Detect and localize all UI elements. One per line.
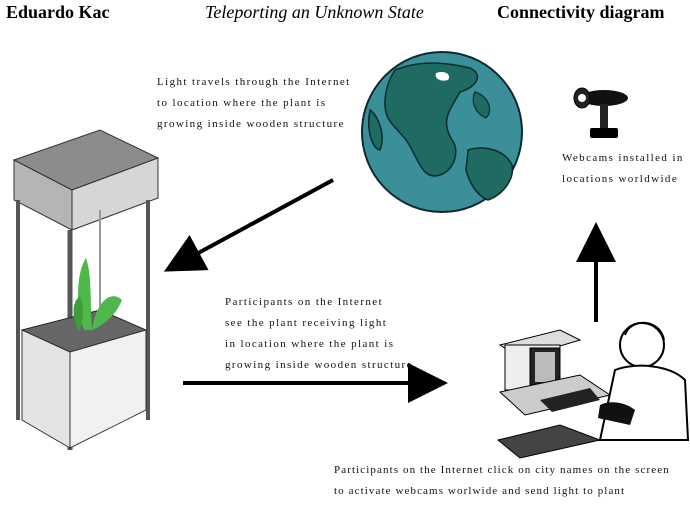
artwork-title: Teleporting an Unknown State — [205, 2, 424, 22]
diagram-title: Connectivity diagram — [497, 2, 665, 22]
caption-line: to location where the plant is — [157, 97, 327, 109]
caption-line: growing inside wooden structure — [225, 359, 413, 371]
caption-light-travels: Light travels through the Internet to lo… — [157, 72, 351, 135]
computer-user-illustration — [496, 321, 690, 459]
caption-participants-click: Participants on the Internet click on ci… — [334, 460, 670, 502]
plant-structure-illustration — [12, 129, 160, 450]
globe-icon — [361, 51, 523, 213]
caption-participants-see: Participants on the Internet see the pla… — [225, 292, 413, 376]
caption-line: Webcams installed in — [562, 152, 684, 164]
artist-name: Eduardo Kac — [6, 2, 110, 22]
caption-line: Light travels through the Internet — [157, 76, 351, 88]
caption-line: growing inside wooden structure — [157, 118, 345, 130]
caption-webcams: Webcams installed in locations worldwide — [562, 148, 684, 190]
caption-line: Participants on the Internet — [225, 296, 384, 308]
caption-line: locations worldwide — [562, 173, 679, 185]
caption-line: Participants on the Internet click on ci… — [334, 464, 670, 476]
caption-line: in location where the plant is — [225, 338, 395, 350]
webcam-icon — [573, 87, 628, 138]
arrow-light-to-plant — [163, 178, 334, 272]
caption-line: to activate webcams worlwide and send li… — [334, 485, 626, 497]
caption-line: see the plant receiving light — [225, 317, 388, 329]
